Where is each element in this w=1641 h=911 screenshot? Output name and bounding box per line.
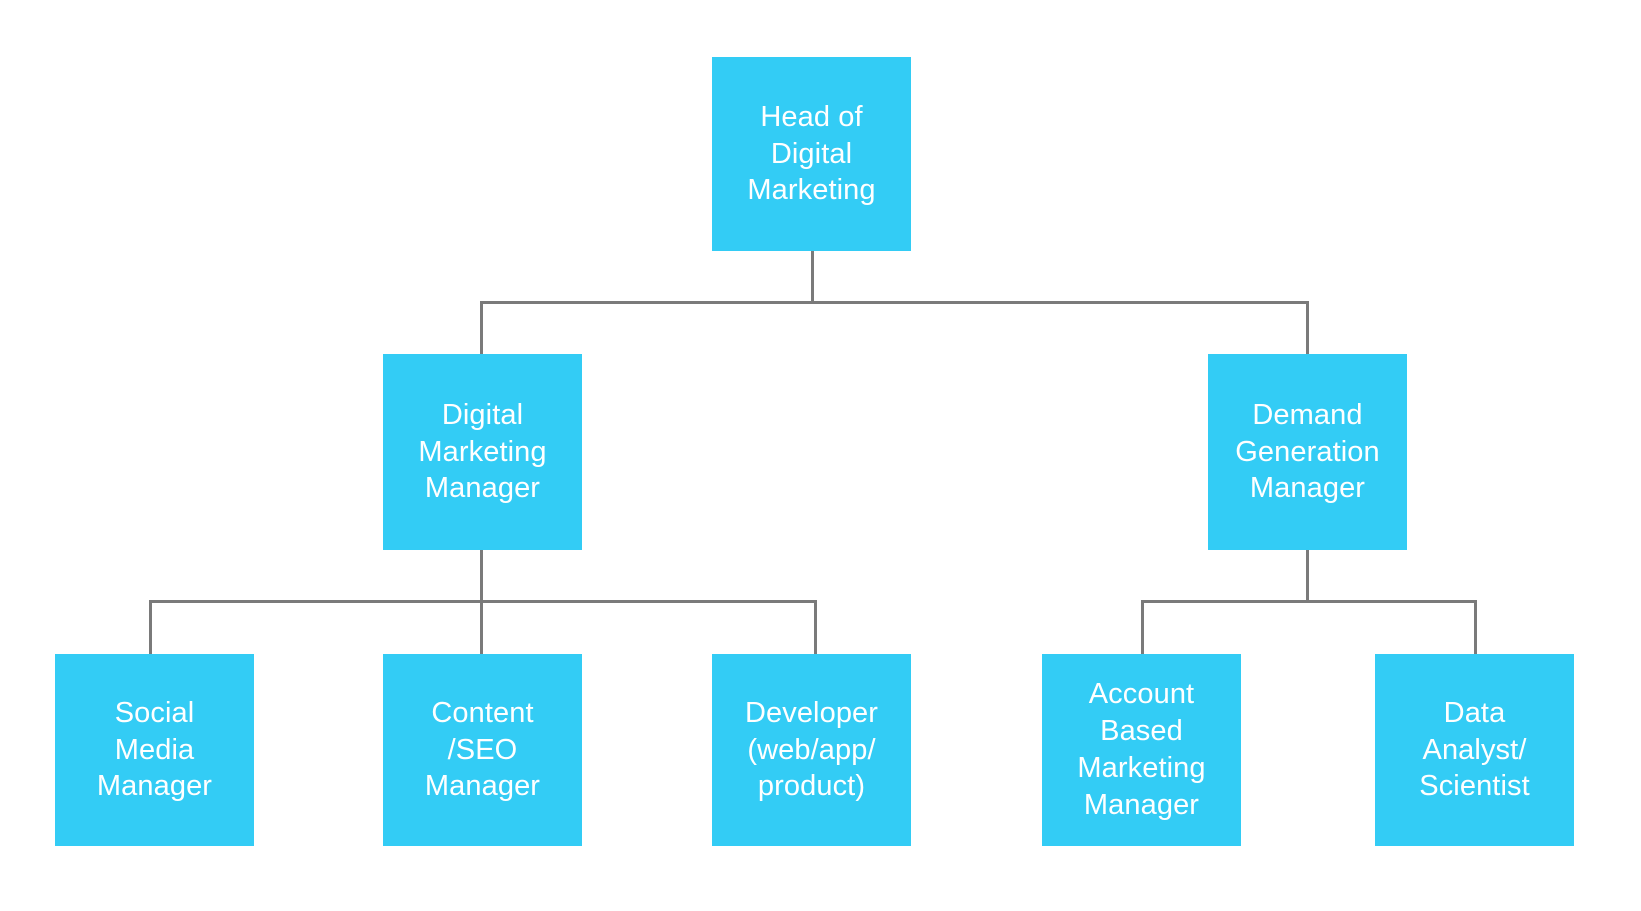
node-developer[interactable]: Developer (web/app/ product) [712, 654, 911, 846]
connector-level1-bar [480, 301, 1309, 304]
connector-to-content-seo-manager [480, 600, 483, 655]
connector-to-data-analyst-scientist [1474, 600, 1477, 655]
node-label: Digital Marketing Manager [418, 398, 547, 505]
node-label: Content /SEO Manager [424, 696, 541, 803]
connector-head-stem [811, 250, 814, 303]
node-head-of-digital-marketing[interactable]: Head of Digital Marketing [712, 57, 911, 251]
node-label: Social Media Manager [96, 696, 213, 803]
node-digital-marketing-manager[interactable]: Digital Marketing Manager [383, 354, 582, 550]
node-account-based-marketing-manager[interactable]: Account Based Marketing Manager [1042, 654, 1241, 846]
node-social-media-manager[interactable]: Social Media Manager [55, 654, 254, 846]
node-label: Developer (web/app/ product) [744, 696, 879, 803]
connector-to-demand-generation-manager [1306, 301, 1309, 355]
node-label: Data Analyst/ Scientist [1419, 696, 1530, 803]
connector-to-digital-marketing-manager [480, 301, 483, 355]
node-data-analyst-scientist[interactable]: Data Analyst/ Scientist [1375, 654, 1574, 846]
connector-to-social-media-manager [149, 600, 152, 655]
connector-to-developer [814, 600, 817, 655]
node-label: Account Based Marketing Manager [1077, 678, 1206, 821]
connector-dgm-children-bar [1141, 600, 1477, 603]
node-label: Head of Digital Marketing [747, 100, 876, 207]
connector-dmm-children-bar [149, 600, 817, 603]
connector-dgm-stem [1306, 549, 1309, 603]
node-content-seo-manager[interactable]: Content /SEO Manager [383, 654, 582, 846]
node-demand-generation-manager[interactable]: Demand Generation Manager [1208, 354, 1407, 550]
connector-dmm-stem [480, 549, 483, 603]
connector-to-account-based-marketing-manager [1141, 600, 1144, 655]
node-label: Demand Generation Manager [1235, 398, 1380, 505]
